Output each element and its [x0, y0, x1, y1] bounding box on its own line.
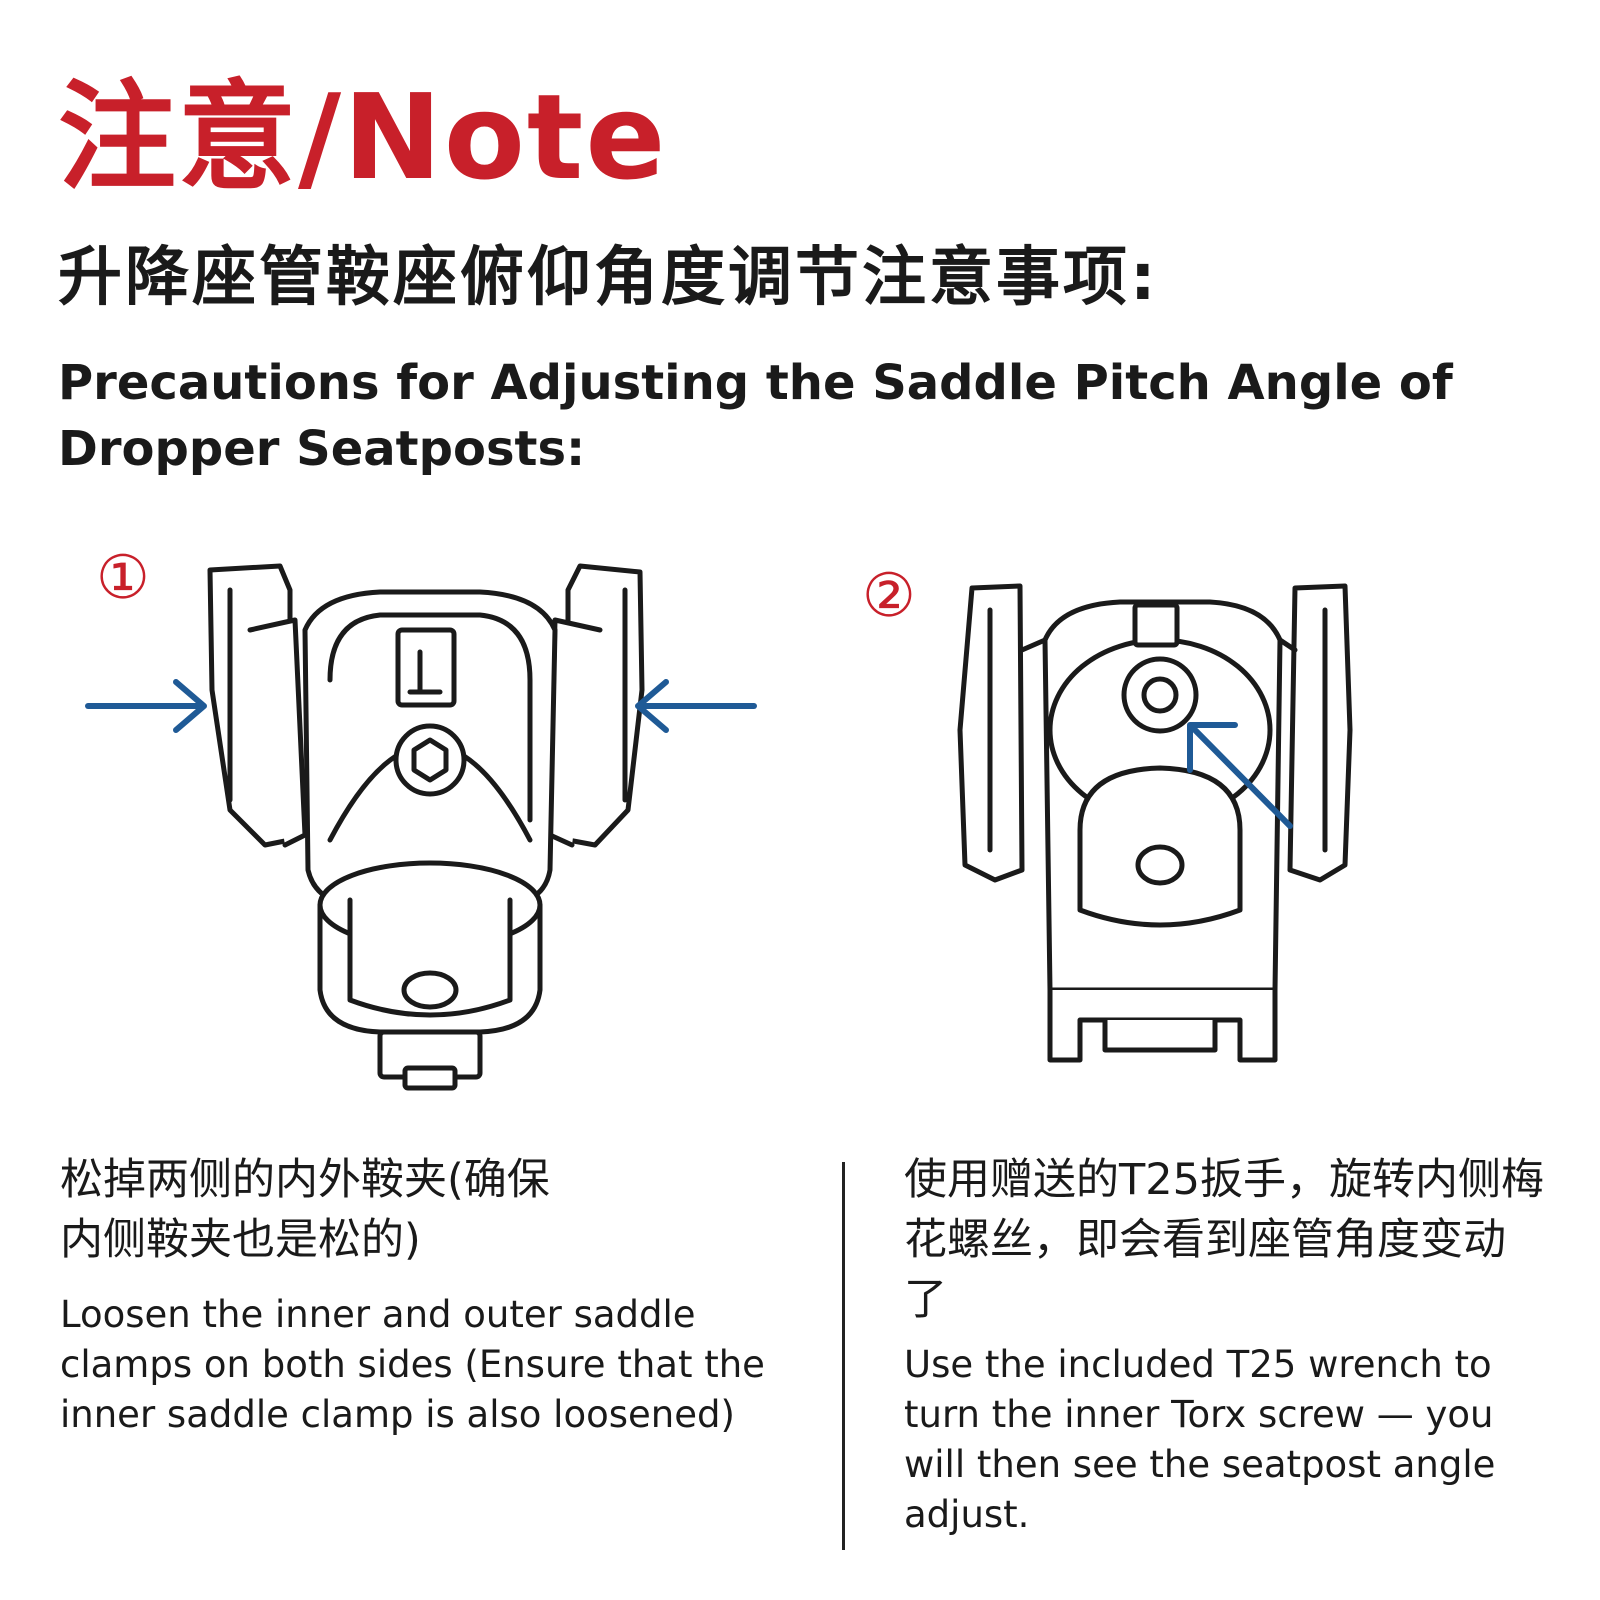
tilt-badge [395, 627, 457, 708]
step-2-caption-en: Use the included T25 wrench to turn the … [904, 1343, 1496, 1536]
step-1-illustration [85, 563, 757, 1091]
step-2-caption-cn: 使用赠送的T25扳手，旋转内侧梅花螺丝，即会看到座管角度变动了 [904, 1155, 1544, 1325]
column-divider [842, 1162, 845, 1550]
right-saddle-clamp [547, 563, 645, 848]
diagonal-arrow-icon [1187, 722, 1293, 829]
step-1-caption-cn: 松掉两侧的内外鞍夹(确保内侧鞍夹也是松的) [60, 1155, 550, 1265]
subtitle-english: Precautions for Adjusting the Saddle Pit… [58, 355, 1453, 477]
subtitle-chinese: 升降座管鞍座俯仰角度调节注意事项: [58, 241, 1159, 315]
torx-screw-icon [1121, 656, 1199, 734]
left-saddle-clamp [207, 563, 308, 848]
left-arrow-icon [85, 679, 207, 733]
hex-bolt-icon [393, 723, 467, 797]
step-2-illustration [957, 583, 1353, 1063]
tilt-badge [1132, 602, 1180, 648]
step-2-number: ② [862, 561, 916, 631]
left-saddle-clamp [957, 583, 1025, 883]
step-1-number: ① [96, 543, 150, 613]
page-title: 注意/Note [58, 68, 668, 206]
step-1-caption-en: Loosen the inner and outer saddle clamps… [60, 1293, 765, 1436]
right-saddle-clamp [1287, 583, 1353, 883]
right-arrow-icon [635, 679, 757, 733]
